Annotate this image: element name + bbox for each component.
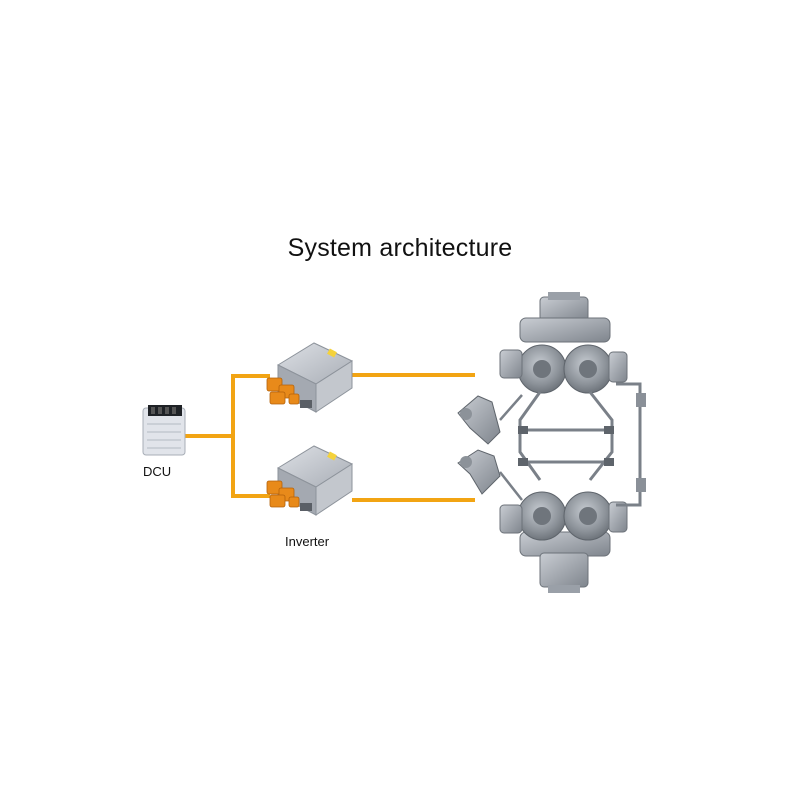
drive-unit-node [457,292,646,593]
inverter-label: Inverter [285,534,330,549]
inverter-top-node [266,342,354,413]
dcu-label: DCU [143,464,172,479]
dcu-node [142,405,186,456]
inverter-bottom-node [266,445,354,516]
diagram-title: System architecture [287,234,513,262]
connector-lines [185,373,475,502]
